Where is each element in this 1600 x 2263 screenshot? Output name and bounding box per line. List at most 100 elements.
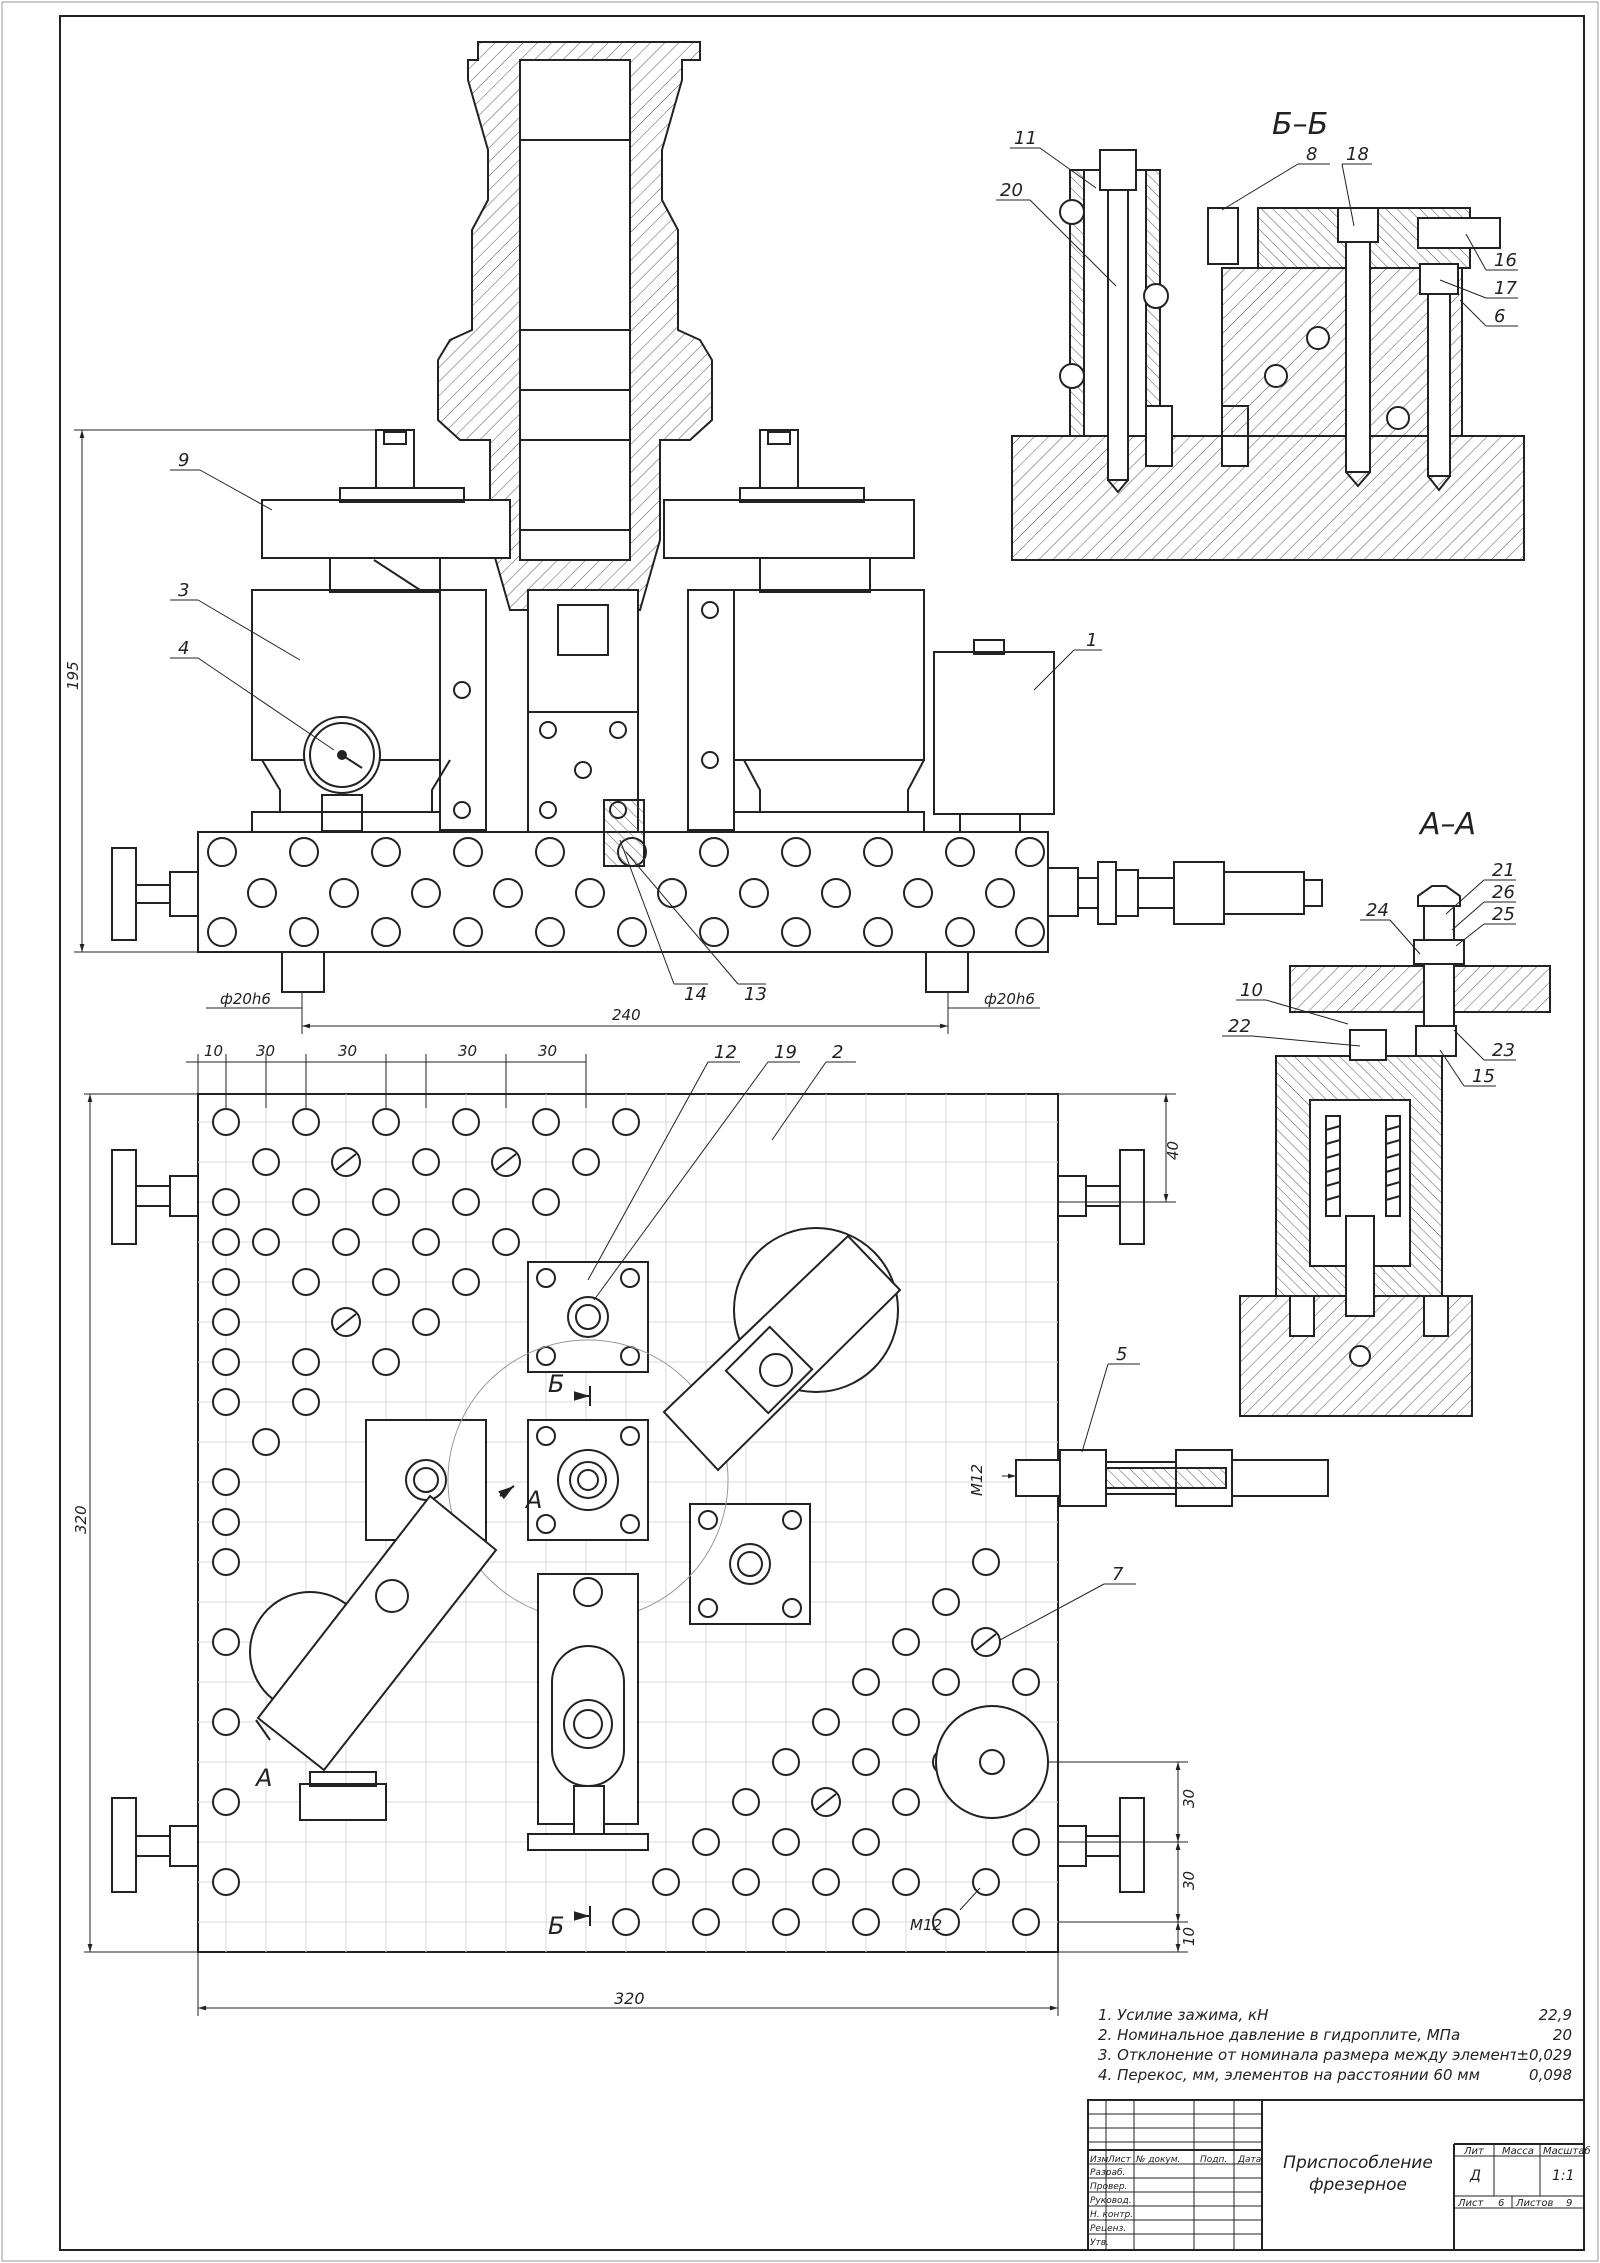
slot-locator <box>527 1573 649 1851</box>
tb-col-scale: Масштаб <box>1543 2145 1591 2157</box>
tb-title-2: фрезерное <box>1309 2175 1407 2195</box>
note-4: 4. Перекос, мм, элементов на расстоянии … <box>1098 2065 1572 2085</box>
note-4-value: 0,098 <box>1529 2066 1572 2084</box>
title-block-text: Изм Лист № докум. Подп. Дата Разраб. Про… <box>1090 2145 1591 2248</box>
disk-m12 <box>935 1705 1049 1819</box>
mark-a-top: А <box>524 1486 542 1514</box>
clamp-lever-right <box>663 499 915 559</box>
aa-leaders <box>1222 879 1516 1087</box>
callout-26: 26 <box>1492 882 1515 903</box>
callout-3: 3 <box>178 580 189 601</box>
thread-m12-plate: M12 <box>910 1916 942 1934</box>
tb-role-2: Провер. <box>1090 2182 1127 2192</box>
solenoid <box>933 651 1055 815</box>
thread-m12-fitting: M12 <box>968 1464 986 1496</box>
note-4-text: 4. Перекос, мм, элементов на расстоянии … <box>1098 2066 1480 2084</box>
dim-30-right-a: 30 <box>1180 1789 1198 1808</box>
dim-shaft-left: ф20h6 <box>220 990 271 1008</box>
tb-scale-value: 1:1 <box>1552 2168 1575 2184</box>
tb-role-3: Руковод. <box>1090 2196 1132 2206</box>
callout-24: 24 <box>1366 900 1389 921</box>
tb-date: Дата <box>1237 2155 1261 2165</box>
drawing-frame <box>59 15 1585 2251</box>
callout-23: 23 <box>1492 1040 1515 1061</box>
tb-lit-value: Д <box>1469 2168 1481 2184</box>
mark-a-bottom: А <box>254 1764 272 1792</box>
fitting-5 <box>1015 1449 1329 1507</box>
note-2-value: 20 <box>1552 2026 1572 2044</box>
tb-sheet-label: Лист <box>1457 2198 1485 2209</box>
plan-leaders <box>587 1061 1140 1641</box>
tb-role-6: Утв. <box>1090 2238 1109 2248</box>
callout-25: 25 <box>1492 904 1515 925</box>
callout-8: 8 <box>1306 144 1317 165</box>
tb-col-mass: Масса <box>1502 2146 1534 2157</box>
callout-14: 14 <box>684 984 707 1005</box>
section-markers <box>255 1386 591 1926</box>
front-leaders <box>170 469 1102 985</box>
section-bb <box>1011 149 1525 561</box>
pitch-30-d: 30 <box>538 1042 557 1060</box>
plan-holes <box>212 1108 1040 1936</box>
front-view <box>111 41 1323 993</box>
tb-sheet-value: 6 <box>1498 2198 1504 2209</box>
mark-b-top: Б <box>548 1370 564 1398</box>
callout-16: 16 <box>1494 250 1517 271</box>
tb-sheets-value: 9 <box>1566 2198 1572 2209</box>
plate-holes-front <box>207 837 1045 947</box>
dim-span-240 <box>206 992 1040 1034</box>
tb-list: Лист <box>1107 2155 1132 2165</box>
tb-doc: № докум. <box>1135 2155 1180 2165</box>
note-2: 2. Номинальное давление в гидроплите, МП… <box>1098 2025 1572 2045</box>
callout-11: 11 <box>1014 128 1037 149</box>
dim-shaft-right: ф20h6 <box>984 990 1035 1008</box>
tb-sign: Подп. <box>1200 2155 1227 2165</box>
callout-10: 10 <box>1240 980 1263 1001</box>
plan-view <box>111 1093 1329 1953</box>
dim-320-horizontal: 320 <box>614 1989 645 2008</box>
side-valves <box>111 1149 1145 1893</box>
plugs <box>331 1147 1001 1817</box>
pitch-10: 10 <box>204 1042 223 1060</box>
tb-role-5: Реценз. <box>1090 2224 1126 2234</box>
dim-30-right-b: 30 <box>1180 1871 1198 1890</box>
callout-15: 15 <box>1472 1066 1495 1087</box>
section-aa-title: А–А <box>1418 807 1476 842</box>
tb-role-1: Разраб. <box>1090 2168 1125 2178</box>
callout-13: 13 <box>744 984 767 1005</box>
note-3: 3. Отклонение от номинала размера между … <box>1098 2045 1572 2065</box>
pitch-30-c: 30 <box>458 1042 477 1060</box>
callout-4: 4 <box>178 638 189 659</box>
note-3-text: 3. Отклонение от номинала размера между … <box>1098 2046 1516 2064</box>
dim-40-label: 40 <box>1164 1141 1182 1160</box>
dim-195-label: 195 <box>64 661 82 690</box>
callout-22: 22 <box>1228 1016 1251 1037</box>
plan-dimension-lines <box>84 1054 1188 2016</box>
clamp-cylinder-right <box>733 589 925 761</box>
section-aa <box>1239 885 1551 1417</box>
callout-5: 5 <box>1116 1344 1127 1365</box>
tb-role-4: Н. контр. <box>1090 2210 1133 2220</box>
callout-12: 12 <box>714 1042 737 1063</box>
mark-b-bottom: Б <box>548 1912 564 1940</box>
note-2-text: 2. Номинальное давление в гидроплите, МП… <box>1098 2026 1461 2044</box>
dim-320-vertical: 320 <box>72 1505 90 1534</box>
rotary-clamp-lower <box>249 1494 498 1772</box>
callout-9: 9 <box>178 450 189 471</box>
callout-19: 19 <box>774 1042 797 1063</box>
section-bb-title: Б–Б <box>1272 107 1328 142</box>
square-locators <box>365 1261 811 1625</box>
dim-height-195 <box>74 429 380 953</box>
pitch-30-b: 30 <box>338 1042 357 1060</box>
callout-17: 17 <box>1494 278 1517 299</box>
callout-20: 20 <box>1000 180 1023 201</box>
tb-title-1: Приспособление <box>1283 2153 1433 2173</box>
note-1-text: 1. Усилие зажима, кН <box>1098 2006 1269 2024</box>
clamp-lever-left <box>261 499 511 559</box>
dim-240-label: 240 <box>612 1006 641 1024</box>
bb-leaders <box>996 147 1518 327</box>
